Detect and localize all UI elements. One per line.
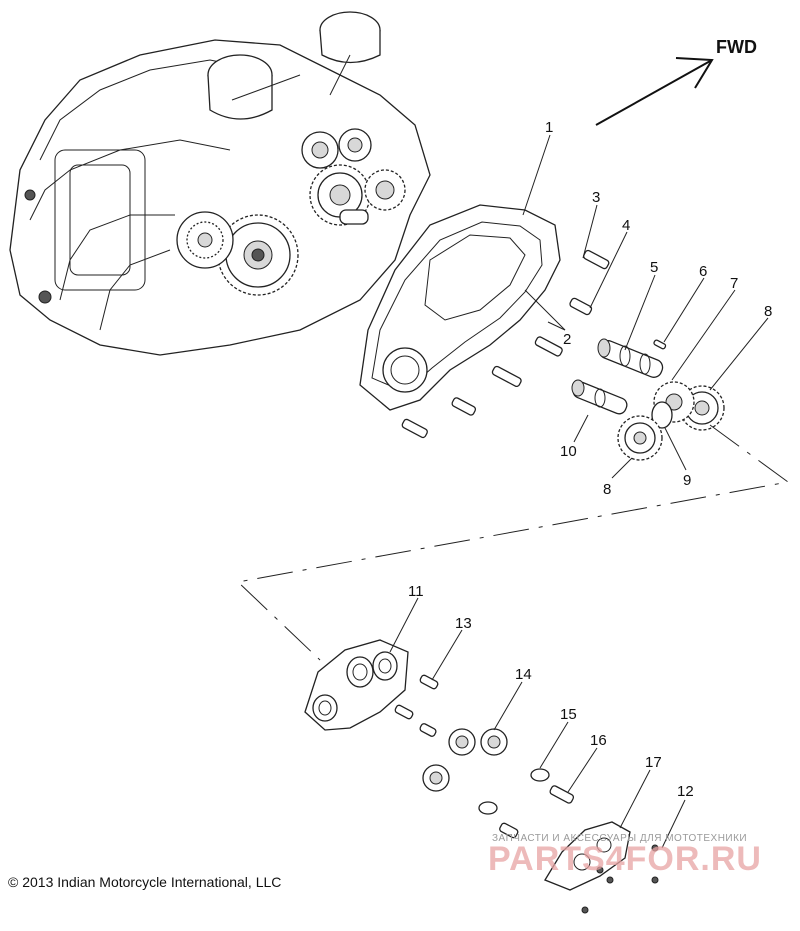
part-6-pin	[653, 339, 667, 350]
bolt	[583, 249, 610, 270]
part-14-bearing	[480, 728, 508, 756]
drain-plug	[38, 290, 52, 304]
fwd-label: FWD	[716, 37, 757, 57]
part-13-bolt	[419, 674, 439, 690]
part-12-screws	[581, 844, 659, 914]
part-5-camshaft	[597, 338, 664, 378]
washer	[478, 801, 498, 815]
callout-5: 5	[650, 259, 658, 276]
part-14-bearing	[422, 764, 450, 792]
leader-lines	[389, 134, 769, 849]
callout-11: 11	[408, 583, 424, 600]
callout-15: 15	[560, 706, 577, 723]
callout-14: 14	[515, 666, 532, 683]
callout-10: 10	[560, 443, 577, 460]
watermark-tagline: ЗАПЧАСТИ И АКСЕССУАРЫ ДЛЯ МОТОТЕХНИКИ	[492, 833, 748, 844]
callout-7: 7	[730, 275, 738, 292]
bolt	[534, 336, 563, 357]
bolt	[394, 704, 414, 720]
engine-gear-large	[217, 214, 299, 296]
part-1-cover	[359, 204, 561, 411]
callout-1: 1	[545, 119, 553, 136]
callout-6: 6	[699, 263, 707, 280]
engine-gear-mid	[309, 164, 371, 226]
part-15-washer	[530, 768, 550, 782]
bolt	[451, 397, 477, 416]
part-14-bearing	[448, 728, 476, 756]
callout-13: 13	[455, 615, 472, 632]
callout-2: 2	[563, 331, 571, 348]
part-10-camshaft	[571, 379, 628, 415]
callout-4: 4	[622, 217, 630, 234]
bolt	[569, 297, 593, 316]
engine-crankcase	[9, 11, 431, 356]
part-11-housing	[304, 639, 409, 731]
callout-8-front: 8	[603, 481, 611, 498]
part-8-gear-front	[617, 415, 663, 461]
fwd-arrow-icon	[595, 57, 714, 126]
callout-8-rear: 8	[764, 303, 772, 320]
part-16-bolt	[549, 785, 575, 804]
callout-9: 9	[683, 472, 691, 489]
callout-16: 16	[590, 732, 607, 749]
watermark-brand: PARTS4FOR.RU	[488, 840, 762, 878]
engine-flywheel	[176, 211, 234, 269]
engine-gear-top	[301, 128, 372, 169]
piston	[207, 11, 381, 120]
assembly-connector-line	[236, 424, 790, 661]
bolt	[401, 418, 428, 439]
sensor-plug	[24, 189, 36, 201]
copyright-notice: © 2013 Indian Motorcycle International, …	[8, 874, 281, 890]
engine-gear-small	[364, 169, 406, 211]
bolt	[419, 723, 437, 737]
part-7-gear	[653, 381, 695, 423]
callout-3: 3	[592, 189, 600, 206]
bolt	[491, 365, 522, 388]
bolt	[499, 822, 519, 839]
callout-17: 17	[645, 754, 662, 771]
copyright-text: 2013 Indian Motorcycle International, LL…	[22, 874, 282, 890]
callout-12: 12	[677, 783, 694, 800]
part-9-spacer	[651, 401, 673, 429]
cover-bolts	[401, 249, 610, 439]
copyright-symbol: ©	[8, 874, 19, 890]
